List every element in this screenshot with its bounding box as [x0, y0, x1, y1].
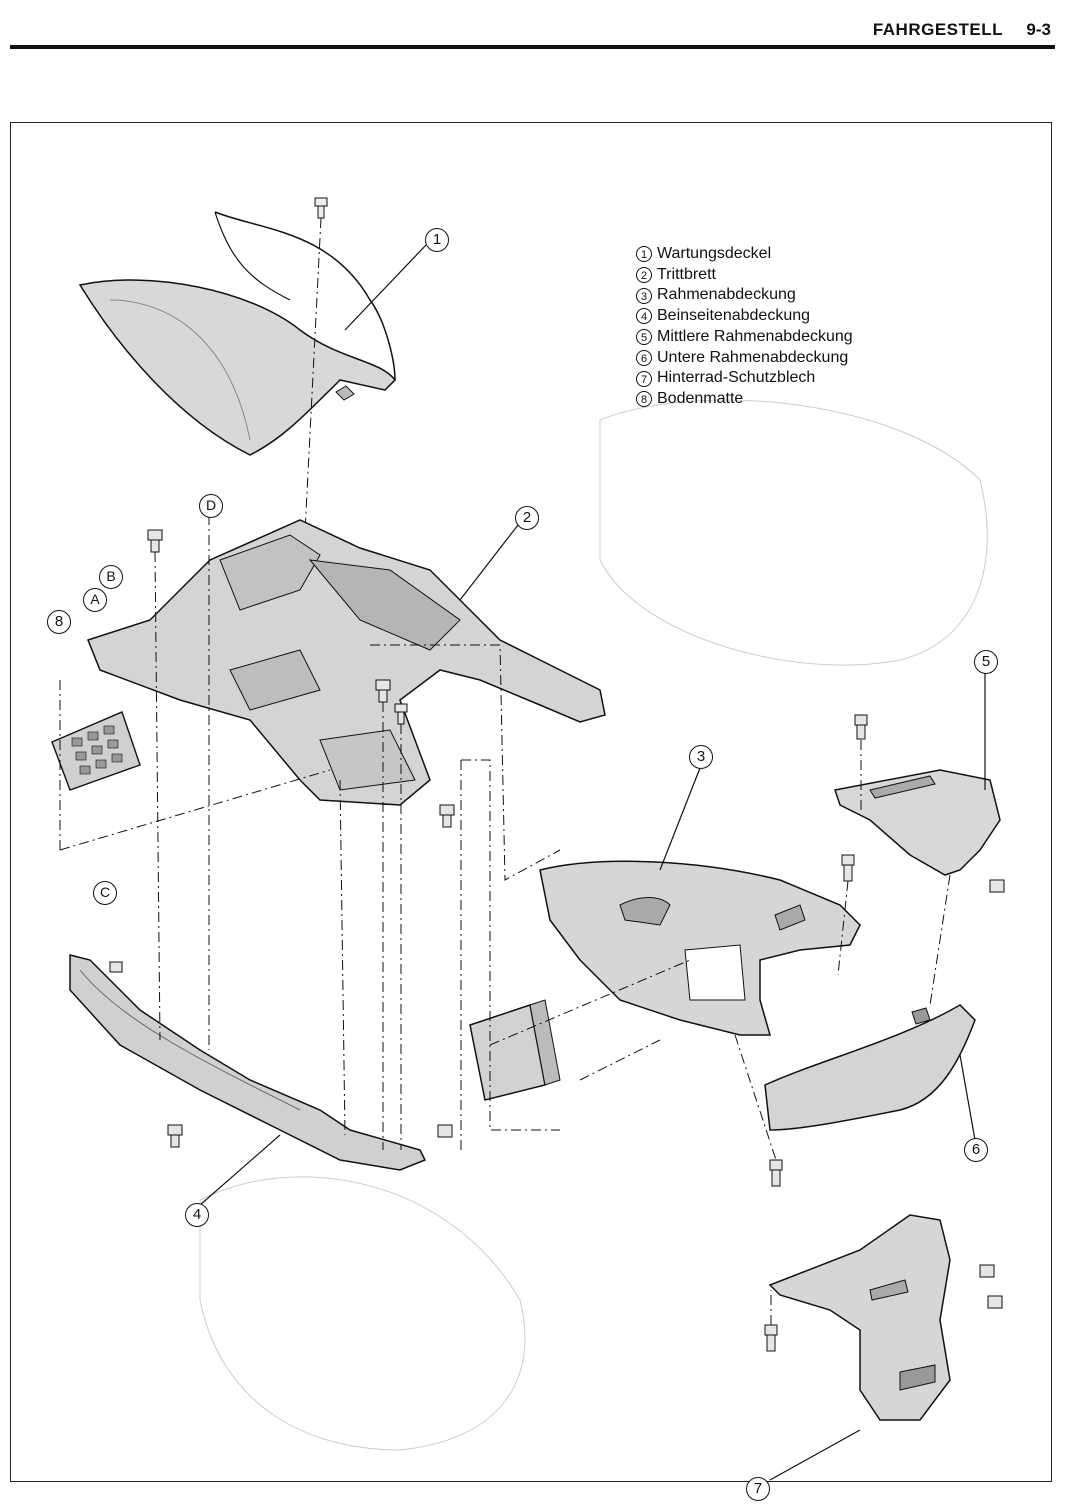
legend-item: 7 Hinterrad-Schutzblech	[636, 368, 853, 389]
clip-e	[841, 854, 855, 866]
reference-point-a: A	[83, 588, 107, 612]
legend-label: Untere Rahmenabdeckung	[657, 348, 849, 366]
legend-label: Hinterrad-Schutzblech	[657, 369, 816, 387]
clip-c-stem	[442, 814, 452, 828]
part-battery-box	[469, 999, 561, 1101]
part-maintenance-cover	[78, 211, 396, 456]
clip-f	[167, 1124, 183, 1136]
legend-number: 6	[636, 349, 652, 366]
legend-item: 6 Untere Rahmenabdeckung	[636, 348, 853, 369]
callout-1: 1	[425, 228, 449, 252]
clip-a-stem	[150, 539, 160, 553]
section-title: FAHRGESTELL	[872, 20, 1003, 39]
callout-6: 6	[964, 1138, 988, 1162]
legend-number: 5	[636, 329, 652, 346]
callout-7: 7	[746, 1477, 770, 1501]
leader-lines	[59, 515, 951, 1325]
legend-item: 2 Trittbrett	[636, 265, 853, 286]
legend-number: 1	[636, 246, 652, 263]
part-footboard	[87, 519, 606, 806]
clip-g-stem	[771, 1169, 781, 1187]
part-floor-mat	[51, 711, 141, 791]
nut-a	[437, 1124, 453, 1138]
legend-item: 4 Beinseitenabdeckung	[636, 306, 853, 327]
header-rule	[10, 45, 1055, 49]
nut-b	[109, 961, 123, 973]
legend-item: 5 Mittlere Rahmenabdeckung	[636, 327, 853, 348]
parts-legend: 1 Wartungsdeckel 2 Trittbrett 3 Rahmenabdec…	[636, 244, 853, 410]
page-number: 9-3	[1026, 20, 1051, 39]
legend-label: Rahmenabdeckung	[657, 286, 796, 304]
legend-number: 3	[636, 287, 652, 304]
clip-b	[375, 679, 391, 691]
clip-a	[147, 529, 163, 541]
legend-item: 8 Bodenmatte	[636, 389, 853, 410]
bolt-c	[987, 1295, 1003, 1309]
reference-point-c: C	[93, 881, 117, 905]
legend-number: 2	[636, 267, 652, 284]
reference-point-b: B	[99, 565, 123, 589]
legend-number: 7	[636, 370, 652, 387]
legend-label: Bodenmatte	[657, 389, 744, 407]
clip-e-stem	[843, 864, 853, 882]
clip-d	[854, 714, 868, 726]
bolt-b	[979, 1264, 995, 1278]
bolt-a	[989, 879, 1005, 893]
legend-label: Trittbrett	[657, 265, 716, 283]
clip-h	[764, 1324, 778, 1336]
reference-point-d: D	[199, 494, 223, 518]
part-lower-frame-cover	[764, 1004, 976, 1131]
page-header: FAHRGESTELL 9-3	[0, 0, 1073, 60]
legend-label: Wartungsdeckel	[657, 245, 772, 262]
clip-c	[439, 804, 455, 816]
clip-b-stem	[378, 689, 388, 703]
callout-8: 8	[47, 610, 71, 634]
callout-2: 2	[515, 506, 539, 530]
part-rear-fender	[768, 1214, 951, 1421]
legend-label: Mittlere Rahmenabdeckung	[657, 327, 853, 345]
legend-item: 1 Wartungsdeckel	[636, 244, 853, 265]
part-frame-cover	[539, 860, 861, 1036]
clip-f-stem	[170, 1134, 180, 1148]
background-ghost-frame	[199, 1176, 526, 1451]
part-leg-side-cover	[69, 954, 427, 1171]
callout-leaders	[199, 244, 986, 1481]
screw-b	[394, 703, 408, 713]
clip-g	[769, 1159, 783, 1171]
callout-5: 5	[974, 650, 998, 674]
callout-3: 3	[689, 745, 713, 769]
legend-number: 8	[636, 391, 652, 408]
callout-4: 4	[185, 1203, 209, 1227]
diagram-frame	[10, 122, 1052, 1482]
legend-number: 4	[636, 308, 652, 325]
clip-h-stem	[766, 1334, 776, 1352]
screw-b-stem	[397, 711, 405, 725]
screw-top-center	[314, 197, 328, 219]
clip-d-stem	[856, 724, 866, 740]
legend-label: Beinseitenabdeckung	[657, 307, 811, 325]
background-ghost-storage	[599, 399, 988, 666]
part-middle-frame-cover	[834, 769, 1001, 876]
legend-item: 3 Rahmenabdeckung	[636, 285, 853, 306]
